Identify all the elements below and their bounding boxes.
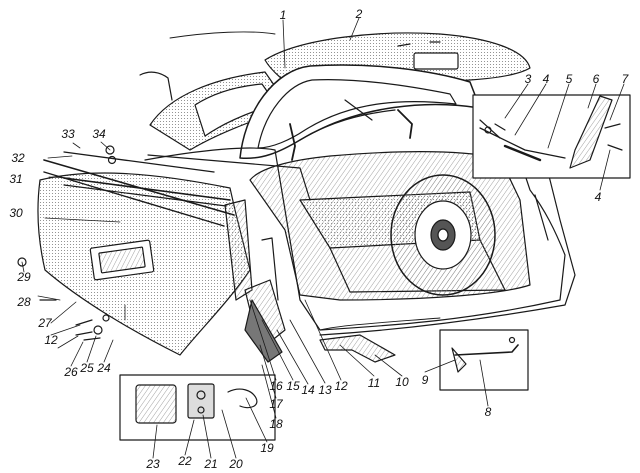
spare-wheel (390, 174, 496, 296)
callout-6: 6 (592, 72, 600, 86)
callout-20: 20 (229, 457, 243, 471)
inner-trim-panels (224, 199, 286, 363)
callout-25: 25 (80, 361, 94, 375)
callout-19: 19 (260, 441, 274, 455)
callout-26: 26 (64, 365, 78, 379)
callout-4b: 4 (594, 190, 602, 204)
callout-1: 1 (279, 8, 287, 22)
lid-inner-frame (239, 64, 481, 161)
callout-9: 9 (421, 373, 429, 387)
callout-12b: 12 (334, 379, 348, 393)
callout-18: 18 (269, 417, 283, 431)
rear-fender-panel (37, 172, 251, 356)
car-body-rear (144, 147, 576, 336)
callout-13: 13 (318, 383, 332, 397)
callout-24: 24 (97, 361, 111, 375)
callout-28: 28 (17, 295, 31, 309)
callout-21: 21 (204, 457, 218, 471)
callout-33: 33 (61, 127, 75, 141)
callout-11: 11 (367, 376, 381, 390)
callout-3: 3 (524, 72, 532, 86)
callout-22: 22 (178, 454, 192, 468)
leader-lines (21, 17, 625, 459)
callout-32: 32 (11, 151, 25, 165)
lock-inset (119, 374, 276, 441)
callout-12a: 12 (44, 333, 58, 347)
bumper-bracket (319, 334, 396, 363)
callout-16: 16 (269, 379, 283, 393)
callout-10: 10 (395, 375, 409, 389)
rear-window (139, 31, 291, 151)
callout-2: 2 (355, 7, 363, 21)
callout-34: 34 (92, 127, 106, 141)
fasteners (17, 145, 115, 341)
callout-31: 31 (9, 172, 23, 186)
callout-23: 23 (146, 457, 160, 471)
callout-4a: 4 (542, 72, 550, 86)
callout-15: 15 (286, 379, 300, 393)
callout-29: 29 (17, 270, 31, 284)
callout-8: 8 (484, 405, 492, 419)
callout-27: 27 (38, 316, 52, 330)
callout-17: 17 (269, 397, 283, 411)
callout-30: 30 (9, 206, 23, 220)
moldings (43, 151, 235, 227)
callout-7: 7 (621, 72, 629, 86)
callout-5: 5 (565, 72, 573, 86)
callout-14: 14 (301, 383, 315, 397)
